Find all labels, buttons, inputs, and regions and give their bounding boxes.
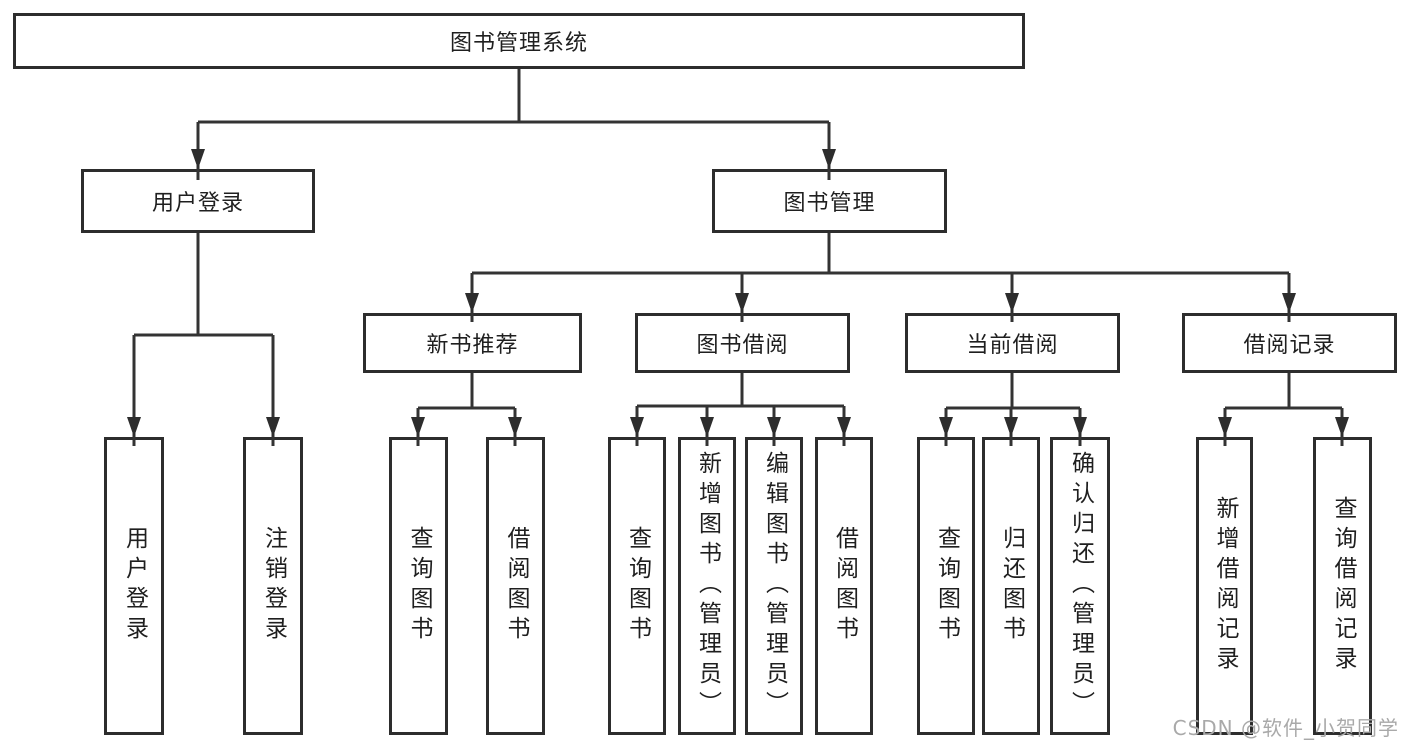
node-label: 注销登录 bbox=[260, 526, 287, 646]
connector-borrow-records-children bbox=[1223, 373, 1344, 446]
node-label: 查询借阅记录 bbox=[1330, 496, 1356, 676]
connector-book-management-children bbox=[470, 233, 1291, 322]
connector-book-borrow-children bbox=[635, 373, 846, 446]
arrowhead bbox=[1218, 417, 1232, 437]
leaf-query-books-recommend: 查询图书 bbox=[389, 437, 448, 735]
arrowhead bbox=[1282, 293, 1296, 313]
connector-current-borrow-children bbox=[944, 373, 1082, 446]
node-user-login: 用户登录 bbox=[81, 169, 315, 233]
node-label: 图书管理系统 bbox=[449, 31, 588, 56]
arrowhead bbox=[191, 149, 205, 169]
arrowhead bbox=[735, 293, 749, 313]
node-label: 查询图书 bbox=[624, 526, 651, 646]
node-current-borrow: 当前借阅 bbox=[905, 313, 1120, 373]
arrowhead bbox=[1005, 293, 1019, 313]
node-label: 编辑图书（管理员） bbox=[761, 451, 788, 721]
node-label: 确认归还（管理员） bbox=[1067, 451, 1094, 721]
arrowhead bbox=[411, 417, 425, 437]
connector-new-book-children bbox=[416, 373, 517, 446]
leaf-query-books-current: 查询图书 bbox=[917, 437, 975, 735]
arrowhead bbox=[465, 293, 479, 313]
arrowhead bbox=[1073, 417, 1087, 437]
node-label: 归还图书 bbox=[998, 526, 1025, 646]
arrowhead bbox=[822, 149, 836, 169]
node-label: 用户登录 bbox=[121, 526, 148, 646]
node-root-system: 图书管理系统 bbox=[13, 13, 1025, 69]
arrowhead bbox=[127, 417, 141, 437]
node-new-book-recommend: 新书推荐 bbox=[363, 313, 582, 373]
arrowhead bbox=[700, 417, 714, 437]
node-label: 图书管理 bbox=[783, 191, 876, 216]
node-label: 借阅图书 bbox=[503, 526, 529, 646]
arrowhead bbox=[508, 417, 522, 437]
leaf-add-book-admin: 新增图书（管理员） bbox=[678, 437, 736, 735]
arrowhead bbox=[630, 417, 644, 437]
node-book-management: 图书管理 bbox=[712, 169, 947, 233]
node-label: 查询图书 bbox=[406, 526, 432, 646]
node-label: 用户登录 bbox=[151, 191, 244, 216]
leaf-borrow-books: 借阅图书 bbox=[815, 437, 873, 735]
arrowhead bbox=[767, 417, 781, 437]
node-label: 借阅记录 bbox=[1243, 333, 1336, 358]
node-label: 查询图书 bbox=[933, 526, 960, 646]
leaf-return-books: 归还图书 bbox=[982, 437, 1040, 735]
arrowhead bbox=[837, 417, 851, 437]
node-label: 新增图书（管理员） bbox=[694, 451, 721, 721]
arrowhead bbox=[1335, 417, 1349, 437]
leaf-query-borrow-record: 查询借阅记录 bbox=[1313, 437, 1372, 735]
leaf-borrow-books-recommend: 借阅图书 bbox=[486, 437, 545, 735]
arrowhead bbox=[939, 417, 953, 437]
arrowhead bbox=[1004, 417, 1018, 437]
connector-user-login-children bbox=[132, 233, 275, 446]
node-label: 借阅图书 bbox=[831, 526, 858, 646]
node-label: 图书借阅 bbox=[696, 333, 789, 358]
leaf-user-login: 用户登录 bbox=[104, 437, 164, 735]
connector-root-to-level1 bbox=[196, 69, 831, 180]
csdn-watermark: CSDN @软件_小贺同学 bbox=[1172, 716, 1399, 740]
node-borrow-records: 借阅记录 bbox=[1182, 313, 1397, 373]
node-label: 新书推荐 bbox=[426, 333, 519, 358]
leaf-add-borrow-record: 新增借阅记录 bbox=[1196, 437, 1253, 735]
leaf-query-books-borrow: 查询图书 bbox=[608, 437, 666, 735]
node-label: 当前借阅 bbox=[966, 333, 1059, 358]
leaf-edit-book-admin: 编辑图书（管理员） bbox=[745, 437, 803, 735]
arrowhead bbox=[266, 417, 280, 437]
node-label: 新增借阅记录 bbox=[1212, 496, 1238, 676]
leaf-confirm-return-admin: 确认归还（管理员） bbox=[1050, 437, 1110, 735]
leaf-logout: 注销登录 bbox=[243, 437, 303, 735]
node-book-borrow: 图书借阅 bbox=[635, 313, 850, 373]
